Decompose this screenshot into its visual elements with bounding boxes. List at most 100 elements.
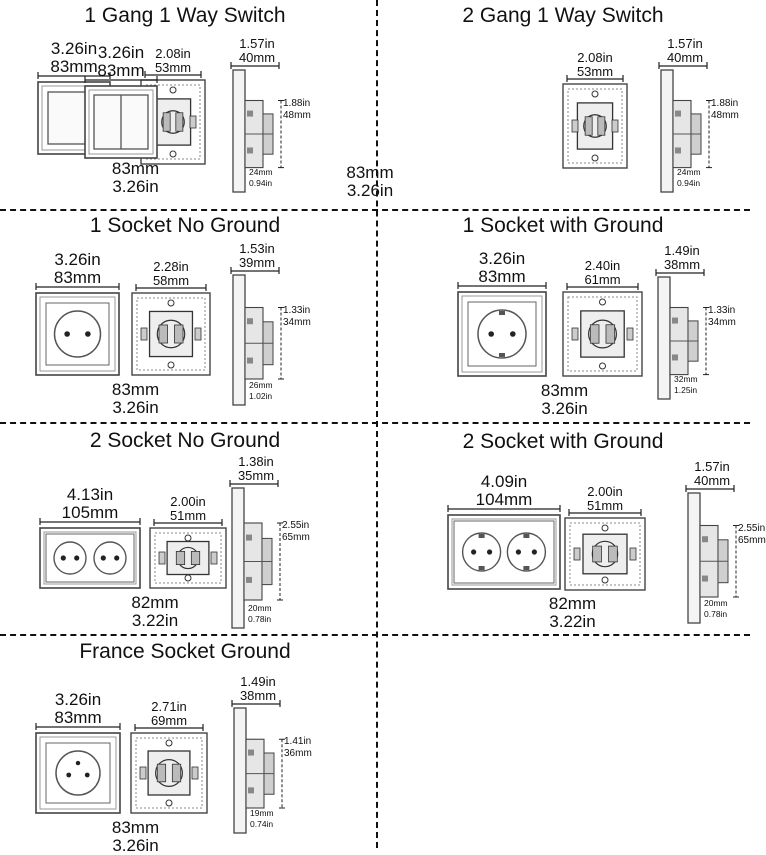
- frame-height-in: 3.26in: [112, 177, 159, 196]
- dimension-line: [279, 738, 285, 809]
- frame-width-mm: 83mm: [97, 61, 145, 80]
- dimension-line: [733, 525, 739, 598]
- side-depth-in: 1.49in: [240, 674, 276, 689]
- mechanism-width-in: 2.00in: [170, 494, 206, 509]
- side-depth-mm: 40mm: [693, 473, 731, 488]
- frame-width-in: 4.09in: [480, 472, 528, 491]
- side-bottom-in: 0.74in: [250, 819, 274, 829]
- mechanism-width-mm: 51mm: [586, 498, 624, 513]
- frame-height-mm: 83mm: [540, 381, 589, 400]
- dimension-line: [568, 509, 642, 516]
- dimension-line: [457, 282, 547, 289]
- mechanism-width-mm: 61mm: [584, 272, 621, 287]
- dimension-line: [655, 269, 705, 276]
- mechanism-width-in: 2.08in: [577, 50, 613, 65]
- side-depth-mm: 38mm: [239, 688, 277, 703]
- mechanism-height-mm: 34mm: [708, 316, 736, 328]
- row-divider-2: [0, 422, 750, 424]
- side-bottom-mm: 19mm: [250, 808, 274, 818]
- panel-drawing: [37, 62, 284, 193]
- row-divider-3: [0, 634, 750, 636]
- frame-width-in: 3.26in: [97, 43, 145, 62]
- frame-width-mm: 83mm: [54, 708, 102, 727]
- dimension-line: [278, 100, 284, 169]
- panel-drawing: [447, 485, 739, 624]
- panel-title: 1 Gang 1 Way Switch: [84, 4, 286, 27]
- mechanism-height-in: 1.88in: [711, 97, 739, 109]
- panel-drawing: [84, 62, 712, 193]
- dimension-line: [230, 267, 280, 274]
- frame-width-mm: 104mm: [475, 490, 533, 509]
- frame-height-mm: 82mm: [131, 593, 179, 612]
- frame-height-mm: 83mm: [111, 818, 160, 837]
- frame-height-in: 3.26in: [346, 181, 394, 200]
- frame-width-in: 3.26in: [54, 690, 102, 709]
- panel-title: 1 Socket with Ground: [462, 214, 664, 237]
- side-depth-in: 1.53in: [239, 241, 275, 256]
- panel-title: 1 Socket No Ground: [89, 214, 281, 237]
- frame-height-in: 3.22in: [131, 611, 179, 630]
- mechanism: [562, 291, 643, 377]
- panel-title: 2 Gang 1 Way Switch: [462, 4, 664, 27]
- mechanism-width-mm: 53mm: [576, 64, 614, 79]
- panel-title: 2 Socket No Ground: [89, 429, 281, 452]
- vertical-divider: [376, 0, 378, 848]
- side-bottom-mm: 32mm: [674, 374, 698, 384]
- dimension-line: [84, 76, 158, 83]
- side-depth-mm: 35mm: [237, 468, 275, 483]
- mechanism-height-mm: 65mm: [282, 532, 310, 543]
- dimension-line: [706, 100, 712, 169]
- frame-width-in: 4.13in: [66, 485, 114, 504]
- mechanism: [130, 732, 208, 814]
- side-bottom-mm: 26mm: [249, 380, 273, 390]
- mechanism-width-in: 2.00in: [587, 484, 623, 499]
- mechanism-height-in: 2.55in: [282, 520, 310, 531]
- dimension-line: [566, 75, 624, 82]
- mechanism-height-in: 1.33in: [283, 304, 311, 316]
- side-bottom-in: 0.78in: [248, 614, 272, 624]
- side-depth-in: 1.49in: [664, 243, 700, 258]
- mechanism-width-mm: 58mm: [152, 273, 190, 288]
- side-profile: [233, 707, 275, 834]
- side-bottom-mm: 20mm: [704, 598, 728, 608]
- side-bottom-mm: 24mm: [677, 167, 701, 177]
- side-bottom-in: 0.94in: [249, 178, 273, 188]
- mechanism-height-in: 1.41in: [284, 736, 312, 748]
- dimension-line: [144, 71, 202, 78]
- mechanism-height-in: 2.55in: [738, 522, 766, 534]
- panel-title: France Socket Ground: [79, 640, 291, 663]
- frame-width-in: 3.26in: [50, 39, 98, 58]
- dimension-line: [35, 723, 121, 730]
- front-plate: [35, 292, 120, 376]
- side-profile: [657, 276, 699, 400]
- frame-height-in: 3.26in: [112, 398, 159, 417]
- front-plate: [457, 291, 547, 377]
- dimension-line: [134, 724, 204, 731]
- dimension-line: [278, 307, 284, 380]
- frame-height-in: 3.26in: [112, 836, 159, 855]
- side-profile: [687, 492, 729, 624]
- panel-drawing: [39, 480, 283, 629]
- side-depth-in: 1.57in: [667, 36, 703, 51]
- mechanism: [564, 517, 646, 591]
- mechanism: [562, 83, 628, 169]
- side-depth-mm: 38mm: [663, 257, 701, 272]
- dimension-line: [703, 307, 709, 376]
- dimension-line: [37, 72, 111, 79]
- panel-title: 2 Socket with Ground: [462, 430, 664, 453]
- side-profile: [232, 274, 274, 406]
- side-bottom-in: 1.25in: [674, 385, 698, 395]
- side-bottom-in: 0.94in: [677, 178, 701, 188]
- mechanism-height-mm: 65mm: [738, 534, 766, 546]
- side-bottom-in: 1.02in: [249, 391, 273, 401]
- frame-height-mm: 82mm: [548, 594, 597, 613]
- dimension-line: [153, 519, 223, 526]
- side-depth-in: 1.57in: [239, 36, 275, 51]
- panel-drawing: [457, 269, 709, 400]
- side-bottom-mm: 24mm: [249, 167, 273, 177]
- dimension-line: [566, 283, 639, 290]
- side-profile: [660, 69, 702, 193]
